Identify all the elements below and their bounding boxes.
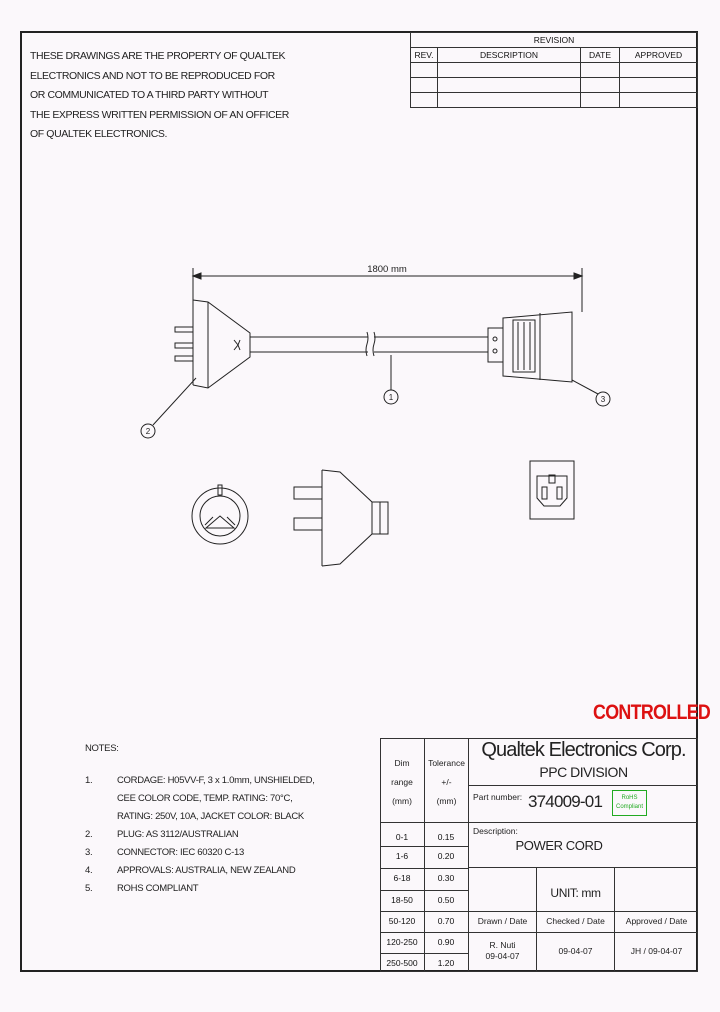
rohs-line: RoHS [621,795,638,801]
tol-value: 0.90 [437,937,455,947]
dim-header-line: range [391,777,413,787]
note-number: 1. [85,775,93,786]
tolerance-row: 6-18 0.30 [380,868,468,887]
company-divider [469,785,698,786]
signoff-header-divider [469,932,698,933]
note-line: CEE COLOR CODE, TEMP. RATING: 70°C, [117,793,293,804]
tol-range: 18-50 [391,895,413,905]
tol-range: 6-18 [393,873,411,883]
tolerance-row: 18-50 0.50 [380,890,468,909]
checked-label: Checked / Date [546,916,605,926]
tol-value: 0.50 [437,895,455,905]
tolerance-row: 50-120 0.70 [380,911,468,930]
tolerance-header: Tolerance +/- (mm) [424,754,469,811]
note-number: 2. [85,829,93,840]
tolerance-row: 120-250 0.90 [380,932,468,951]
drawn-date: 09-04-07 [485,951,520,961]
tol-range: 1-6 [395,851,409,861]
callout-1: 1 [389,393,394,402]
tol-value: 0.30 [437,873,455,883]
note-line: ROHS COMPLIANT [117,883,199,894]
note-number: 4. [85,865,93,876]
part-number-label: Part number: [473,792,523,802]
notes: NOTES: 1. CORDAGE: H05VV-F, 3 x 1.0mm, U… [85,740,315,898]
tolerance-header-divider [380,822,469,823]
tol-header-line: (mm) [436,796,457,806]
tol-value: 0.20 [437,851,455,861]
note-item: 4. APPROVALS: AUSTRALIA, NEW ZEALAND [85,862,315,880]
note-number: 5. [85,883,93,894]
unit-value: UNIT: mm [550,886,601,900]
note-line: CORDAGE: H05VV-F, 3 x 1.0mm, UNSHIELDED, [117,775,315,786]
callout-3: 3 [601,395,606,404]
tol-value: 1.20 [437,958,455,968]
length-label: 1800 mm [367,264,407,275]
tol-range: 120-250 [386,937,418,947]
approved-value: JH / 09-04-07 [630,946,683,956]
controlled-stamp: CONTROLLED [593,701,711,724]
signoff-divider-1 [536,911,537,972]
drawn-by: R. Nuti [489,940,516,950]
notes-title: NOTES: [85,743,119,754]
note-item: 3. CONNECTOR: IEC 60320 C-13 [85,844,315,862]
property-notice: THESE DRAWINGS ARE THE PROPERTY OF QUALT… [30,47,289,145]
note-line: APPROVALS: AUSTRALIA, NEW ZEALAND [117,865,296,876]
rohs-line: Compliant [615,804,643,810]
notice-line: ELECTRONICS AND NOT TO BE REPRODUCED FOR [30,69,275,82]
revision-row [410,92,698,108]
dim-header-line: Dim [394,758,410,768]
tolerance-row: 0-1 0.15 [380,828,468,846]
rohs-badge: RoHS Compliant [612,790,647,816]
tolerance-row: 250-500 1.20 [380,953,468,972]
revision-row [410,77,698,93]
tol-range: 0-1 [395,832,409,842]
part-number: 374009-01 [528,792,603,811]
checked-value: 09-04-07 [558,946,593,956]
note-line: CONNECTOR: IEC 60320 C-13 [117,847,244,858]
division-name: PPC DIVISION [539,764,628,780]
unit-divider [469,911,698,912]
drawn-label: Drawn / Date [477,916,528,926]
notice-line: THESE DRAWINGS ARE THE PROPERTY OF QUALT… [30,50,286,62]
unit-divider-left [536,867,537,911]
notice-line: OR COMMUNICATED TO A THIRD PARTY WITHOUT [30,89,269,101]
unit-divider-right [614,867,615,911]
note-number: 3. [85,847,93,858]
note-item: 5. ROHS COMPLIANT [85,880,315,898]
part-divider [469,822,698,823]
tol-value: 0.70 [437,916,455,926]
drawn-value: R. Nuti 09-04-07 [469,940,536,962]
tol-range: 50-120 [388,916,416,926]
callout-2: 2 [146,427,151,436]
tol-header-line: +/- [441,777,452,787]
note-item: 1. CORDAGE: H05VV-F, 3 x 1.0mm, UNSHIELD… [85,772,315,826]
description-value: POWER CORD [515,838,603,853]
approved-label: Approved / Date [625,916,688,926]
tol-header-line: Tolerance [428,758,465,768]
tolerance-divider [424,738,425,972]
drawing-frame [20,31,698,972]
tol-range: 250-500 [386,958,418,968]
notice-line: OF QUALTEK ELECTRONICS. [30,128,168,140]
revision-table: REVISION REV. DESCRIPTION DATE APPROVED [410,32,698,108]
dim-range-header: Dim range (mm) [380,754,424,811]
notice-line: THE EXPRESS WRITTEN PERMISSION OF AN OFF… [30,108,289,121]
company-name: Qualtek Electronics Corp. [481,739,686,761]
note-item: 2. PLUG: AS 3112/AUSTRALIAN [85,826,315,844]
note-line: RATING: 250V, 10A, JACKET COLOR: BLACK [117,811,304,822]
description-divider [469,867,698,868]
signoff-divider-2 [614,911,615,972]
tolerance-row: 1-6 0.20 [380,846,468,865]
description-label: Description: [473,826,518,836]
note-line: PLUG: AS 3112/AUSTRALIAN [117,829,239,840]
dim-header-line: (mm) [392,796,412,806]
tol-value: 0.15 [437,832,455,842]
